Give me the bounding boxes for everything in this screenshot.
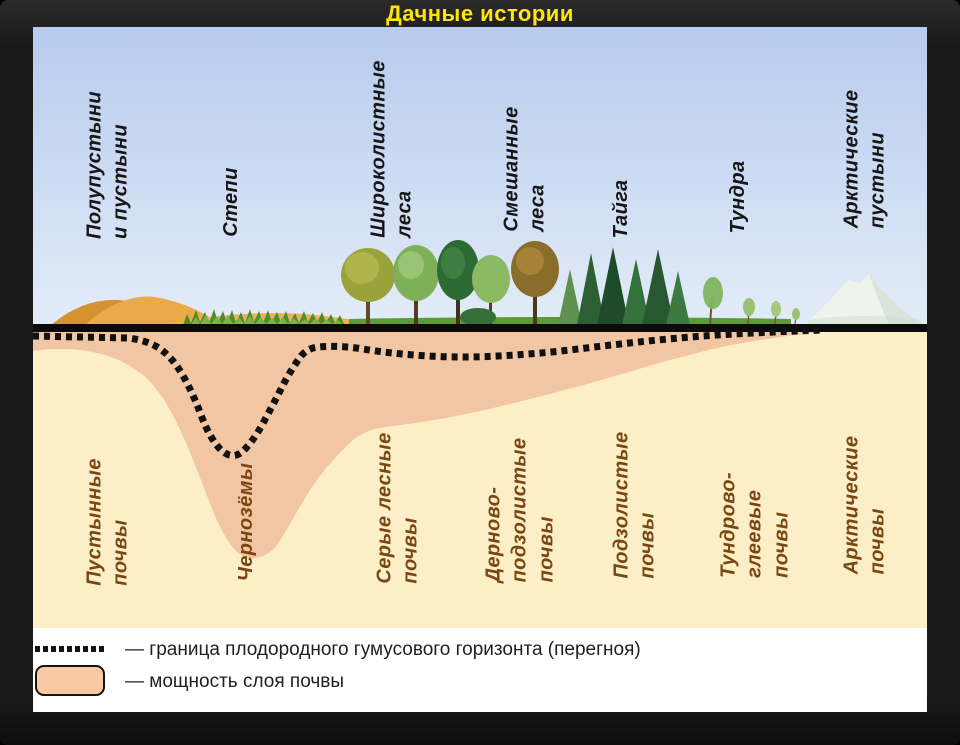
zone-label-taiga: Тайга [609, 179, 632, 239]
zone-label-tundra: Тундра [726, 160, 749, 234]
zone-label-mixed-forest: Смешанные леса [500, 106, 549, 232]
humus-boundary-swatch [35, 646, 105, 652]
tundra-shrubs-illustration [703, 277, 800, 326]
title-bar: Дачные истории [0, 0, 960, 27]
soil-label-arctic: Арктические почвы [840, 435, 889, 575]
diagram-canvas: Полупустыни и пустыни Степи Широколистны… [33, 27, 927, 712]
page-title: Дачные истории [386, 0, 574, 26]
soil-label-chernozem: Чернозёмы [234, 462, 257, 582]
deciduous-trees-illustration [341, 240, 559, 326]
zone-label-arctic-desert: Арктические пустыни [840, 89, 889, 229]
soil-label-desert: Пустынные почвы [83, 458, 132, 586]
soil-label-podzolic: Подзолистые почвы [610, 431, 659, 579]
legend: — граница плодородного гумусового горизо… [33, 628, 927, 712]
legend-soil-thickness-label: — мощность слоя почвы [125, 671, 345, 692]
soil-profile-illustration [33, 27, 927, 628]
zone-label-semidesert: Полупустыни и пустыни [83, 91, 132, 239]
conifer-trees-illustration [558, 247, 690, 325]
legend-humus-boundary-label: — граница плодородного гумусового горизо… [125, 639, 641, 660]
soil-layer-shape [33, 327, 825, 559]
soil-label-sod-podzolic: Дерново- подзолистые почвы [482, 437, 558, 583]
humus-boundary-line [33, 326, 824, 459]
zone-label-broadleaf-forest: Широколистные леса [367, 60, 416, 238]
soil-thickness-swatch [35, 665, 105, 696]
zone-label-steppe: Степи [219, 167, 242, 237]
ground-surface-line [33, 324, 927, 332]
soil-label-tundra-gley: Тундрово- глеевые почвы [717, 472, 793, 578]
soil-label-gray-forest: Серые лесные почвы [373, 432, 422, 584]
